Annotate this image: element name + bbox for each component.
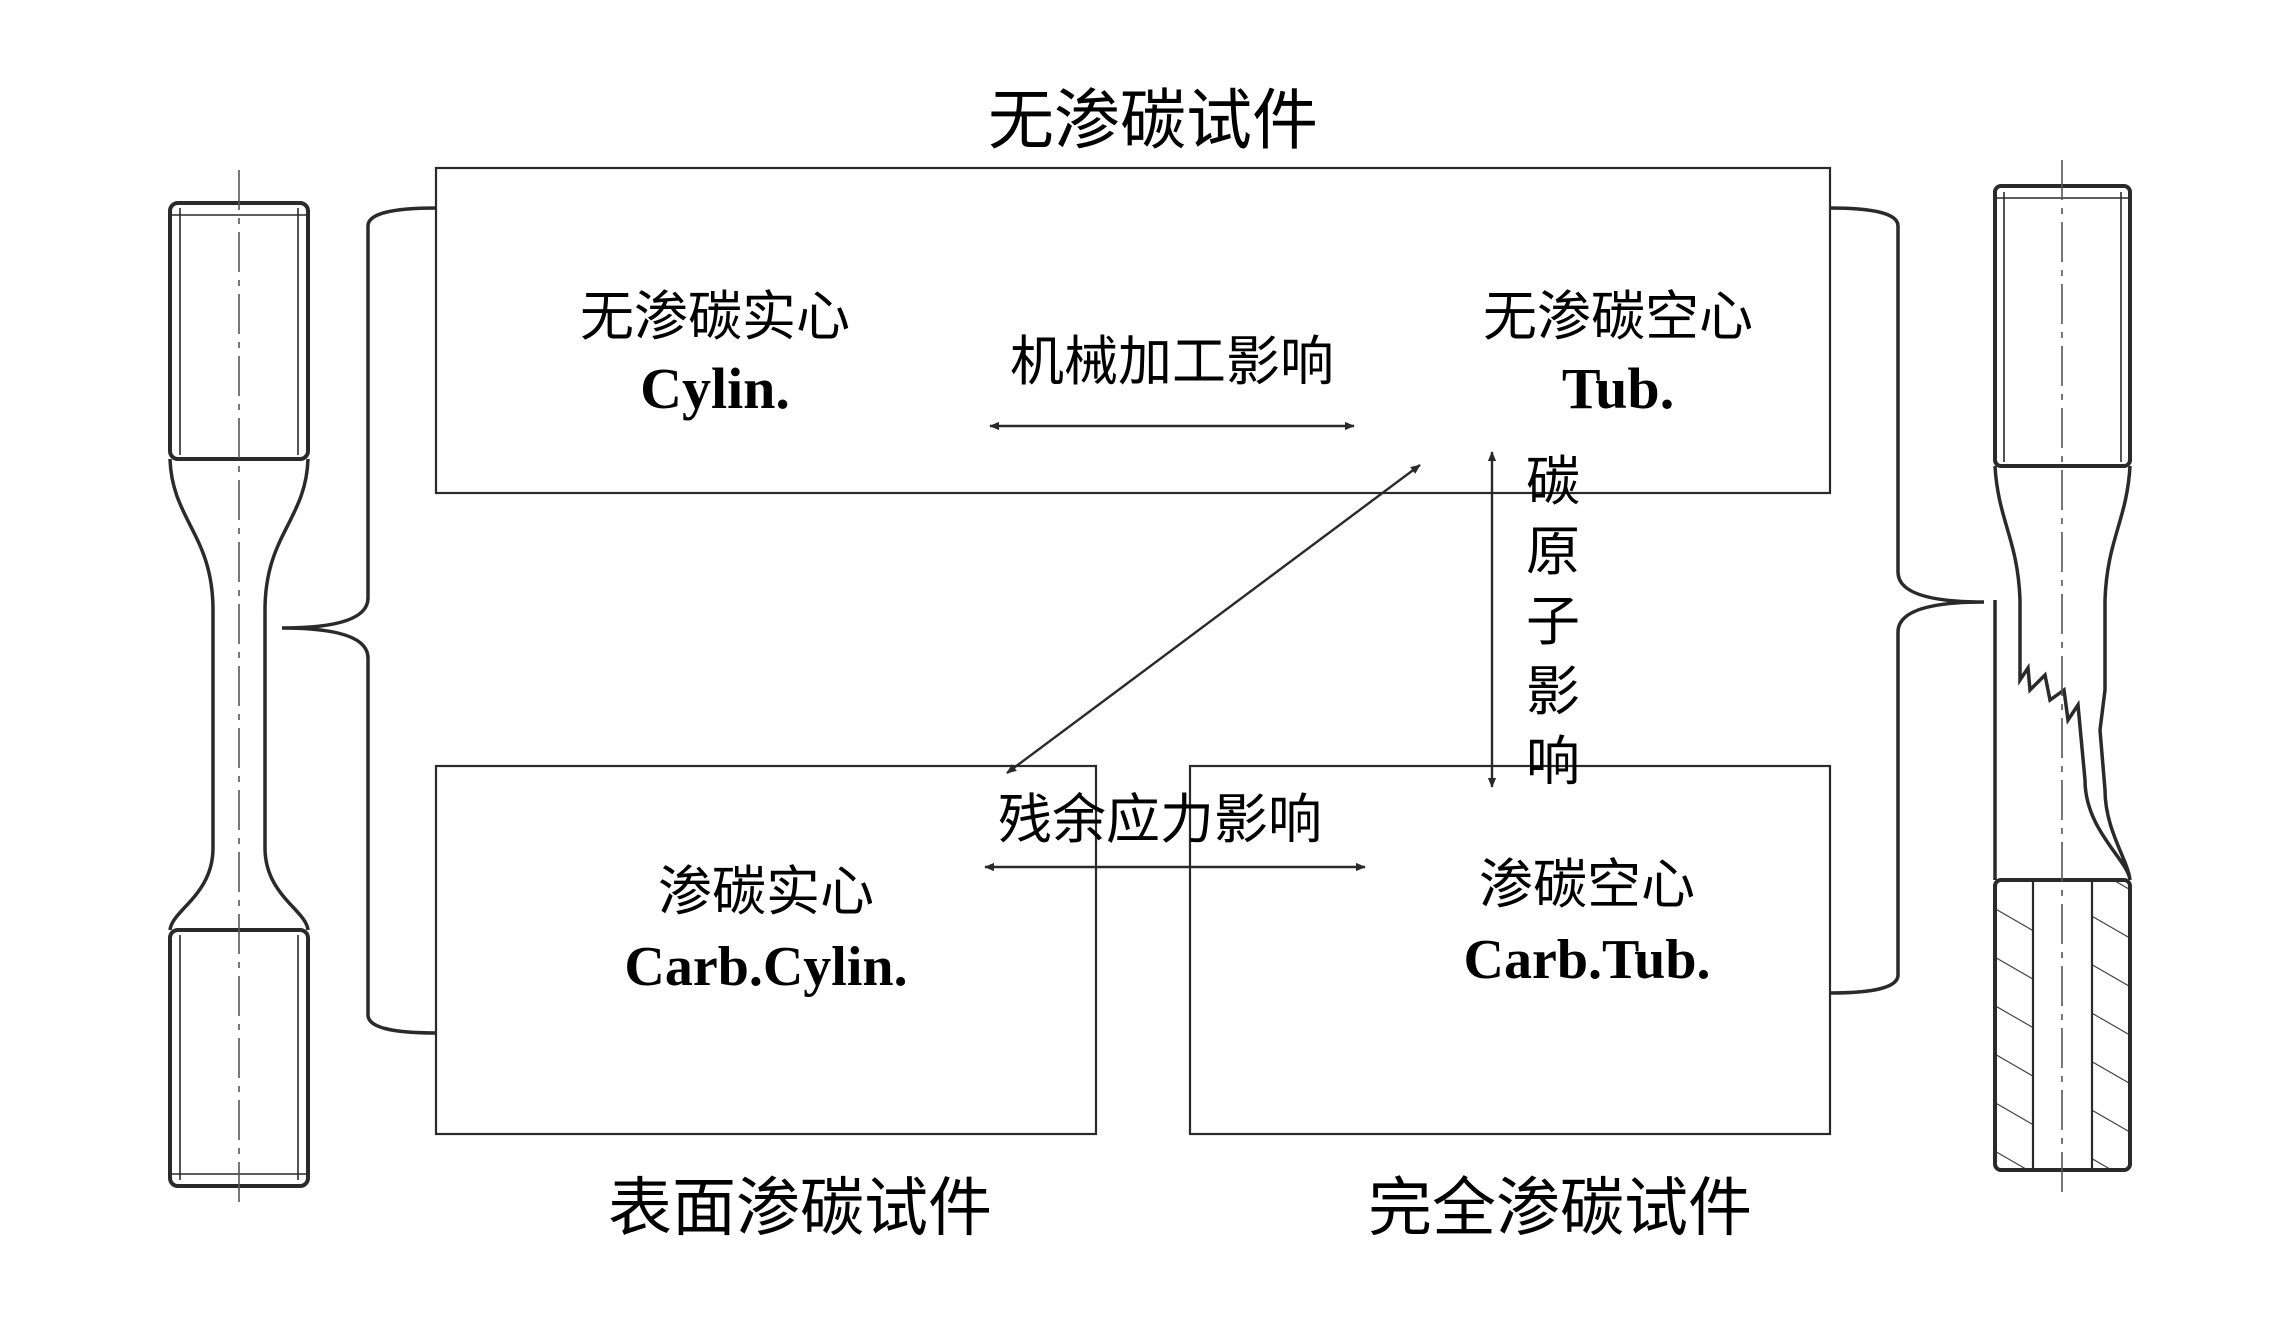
diagonal-influence-arrow xyxy=(1006,464,1421,774)
uncarb-solid-en-label: Cylin. xyxy=(640,356,790,421)
uncarb-solid-cn-label: 无渗碳实心 xyxy=(580,285,850,348)
left-specimen-gauge-section xyxy=(168,458,310,931)
carb-tube-cn-label: 渗碳空心 xyxy=(1479,853,1695,916)
fully-carburized-title: 完全渗碳试件 xyxy=(1368,1172,1752,1246)
right-specimen-lower-grip-section xyxy=(1993,878,2132,1172)
surface-carburized-title: 表面渗碳试件 xyxy=(608,1172,992,1246)
carbon-atom-char: 碳 xyxy=(1526,450,1580,513)
carbon-atom-char: 子 xyxy=(1526,590,1580,653)
carbon-atom-char: 原 xyxy=(1526,520,1580,583)
right-tube-specimen xyxy=(1993,160,2132,1195)
fully-carburized-box xyxy=(1188,764,1832,1136)
carb-solid-cn-label: 渗碳实心 xyxy=(658,860,874,923)
carbon-atom-char: 影 xyxy=(1526,660,1580,723)
left-curly-brace xyxy=(281,206,437,1035)
carb-tube-en-label: Carb.Tub. xyxy=(1464,929,1711,991)
surface-carburized-box xyxy=(434,764,1098,1136)
carbon-atom-char: 响 xyxy=(1526,730,1580,793)
right-curly-brace xyxy=(1829,206,1985,995)
carbon-atom-effect-label: 碳 原 子 影 响 xyxy=(1526,450,1580,793)
right-specimen-gauge-section xyxy=(1993,465,2132,881)
uncarb-tube-cn-label: 无渗碳空心 xyxy=(1483,285,1753,348)
left-solid-specimen xyxy=(168,170,310,1210)
machining-effect-label: 机械加工影响 xyxy=(1010,330,1334,393)
uncarburized-specimen-title: 无渗碳试件 xyxy=(988,82,1318,159)
residual-stress-effect-label: 残余应力影响 xyxy=(998,788,1322,851)
uncarb-tube-en-label: Tub. xyxy=(1562,356,1674,421)
carb-solid-en-label: Carb.Cylin. xyxy=(624,936,907,998)
